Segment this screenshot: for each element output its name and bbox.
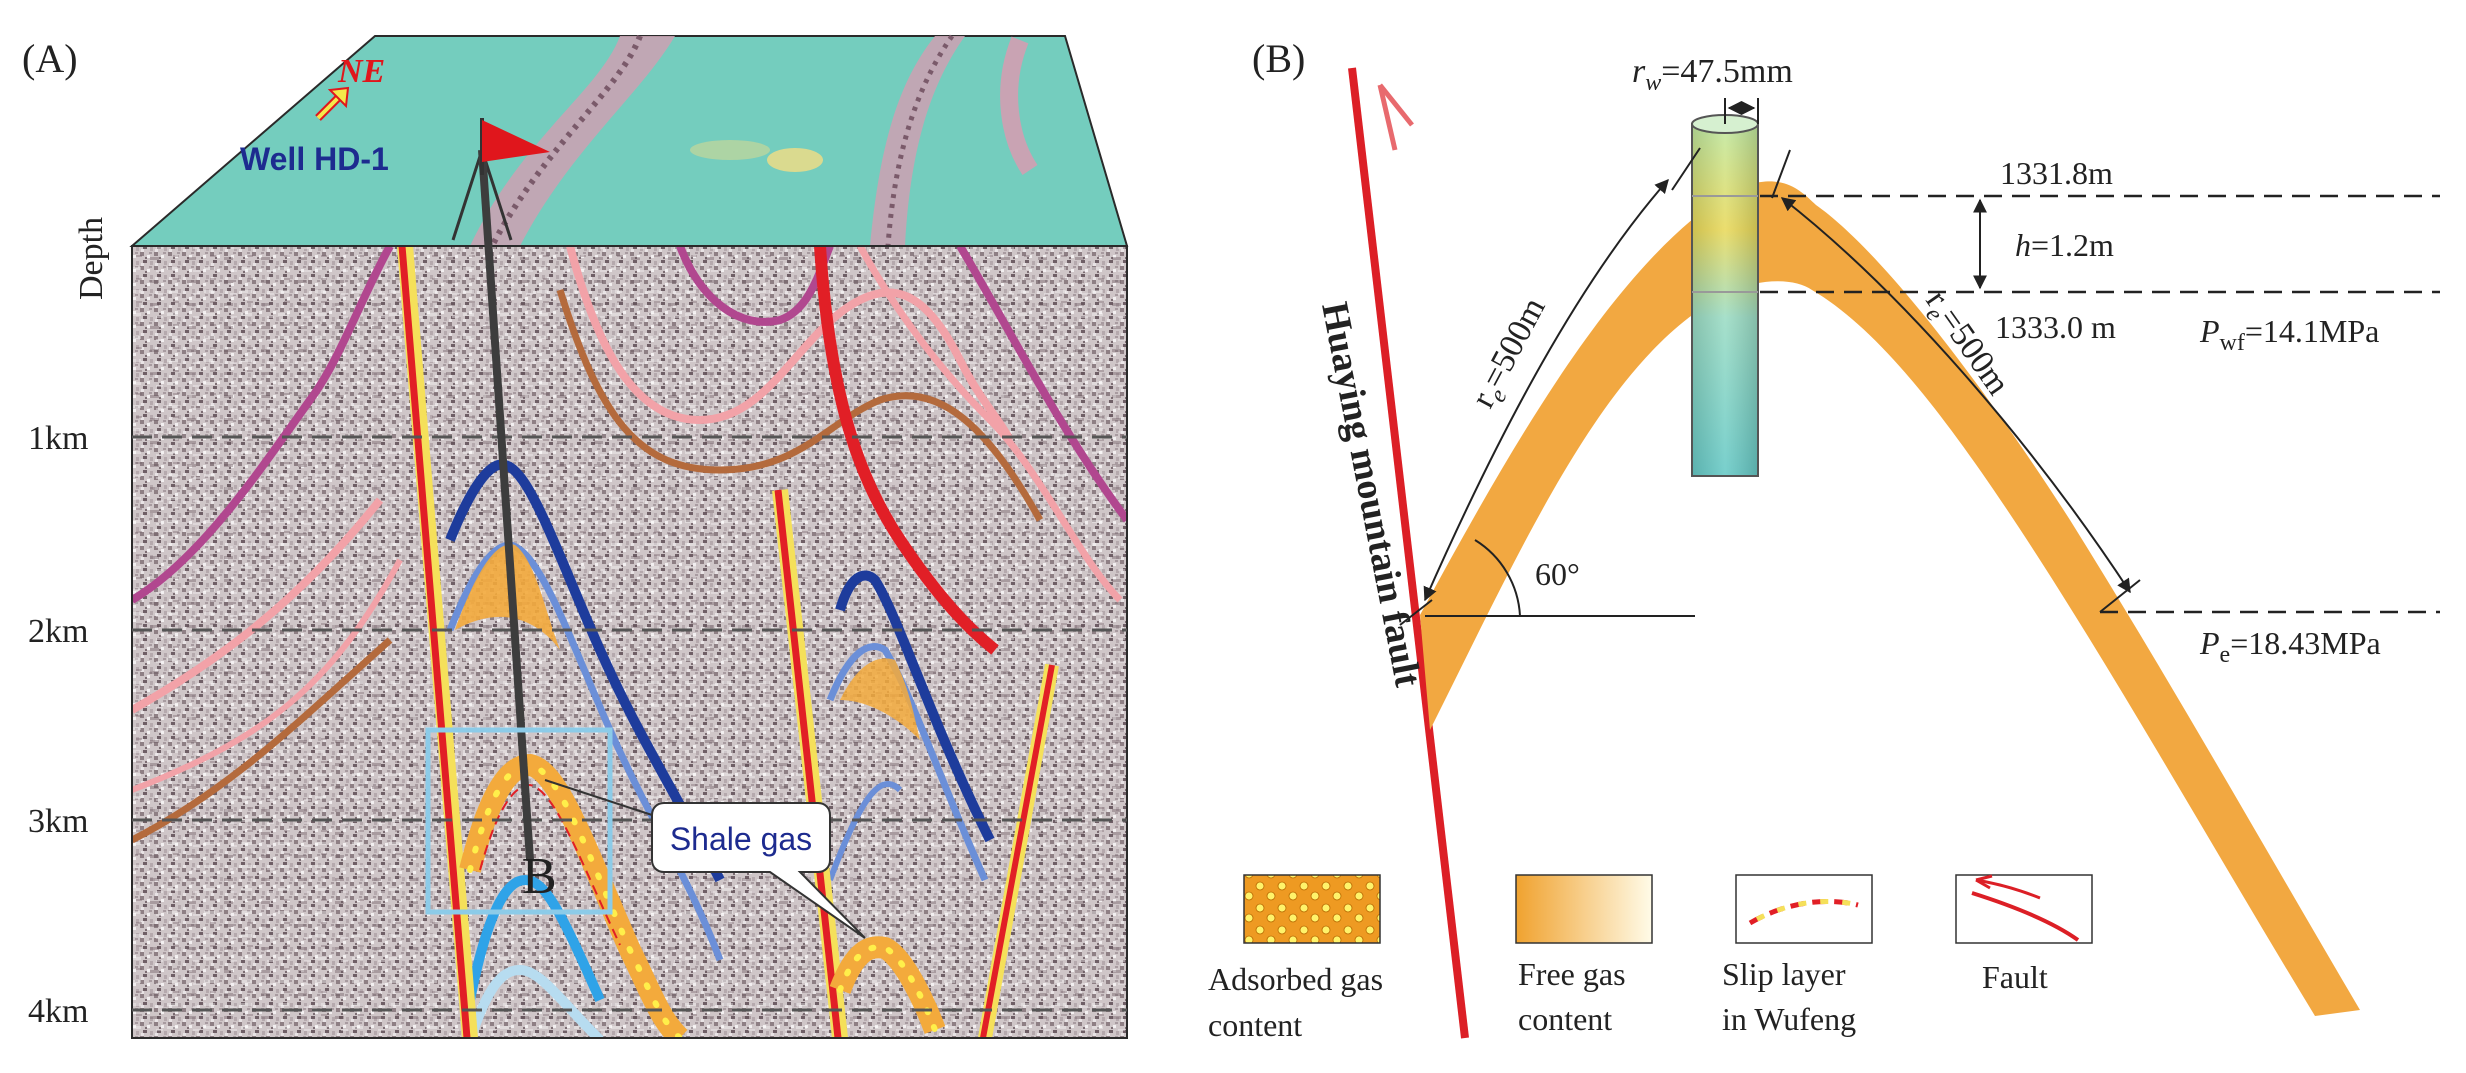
panel-b-label: (B) (1252, 36, 1305, 81)
depth-tick-1km: 1km (28, 420, 88, 457)
legend: Adsorbed gas content Free gas content Sl… (1208, 874, 2093, 1043)
shale-gas-callout: Shale gas (544, 779, 866, 939)
angle-label: 60° (1535, 556, 1580, 592)
legend-adsorbed-line2: content (1208, 1007, 1302, 1043)
seismic-section (132, 246, 1127, 1038)
legend-item-free-gas: Free gas content (1515, 874, 1653, 1037)
surface-map: NE (129, 34, 1129, 248)
fault-legend-icon (1971, 874, 2080, 942)
depth-axis-title: Depth (73, 217, 110, 300)
legend-item-adsorbed: Adsorbed gas content (1208, 874, 1383, 1043)
legend-swatch-adsorbed (1243, 874, 1381, 944)
pwf-value: =14.1MPa (2245, 313, 2380, 349)
pe-subscript: e (2220, 642, 2231, 668)
svg-text:rw=47.5mm: rw=47.5mm (1632, 53, 1793, 96)
fault-slip-arrow-icon (1377, 83, 1414, 151)
legend-swatch-slip-layer (1735, 874, 1873, 944)
legend-free-gas-line2: content (1518, 1001, 1612, 1037)
pe-value: =18.43MPa (2230, 625, 2381, 661)
re-left-label: re=500m (1464, 292, 1558, 417)
point-b-label: B (522, 848, 557, 905)
huaying-fault-line (1348, 67, 1469, 1039)
angle-annotation: 60° (1425, 539, 1695, 617)
legend-item-fault: Fault (1955, 874, 2093, 995)
rw-subscript: w (1645, 70, 1661, 96)
legend-item-slip-layer: Slip layer in Wufeng (1722, 874, 1873, 1037)
legend-swatch-free-gas (1515, 874, 1653, 944)
pwf-subscript: wf (2220, 330, 2245, 356)
panel-a-label: (A) (22, 36, 78, 81)
svg-text:h=1.2m: h=1.2m (2015, 227, 2114, 263)
flag-icon (480, 118, 550, 165)
panel-a: (A) NE (22, 34, 1129, 1039)
svg-text:Pe=18.43MPa: Pe=18.43MPa (2199, 625, 2381, 668)
pe-symbol: P (2199, 625, 2220, 661)
h-value: =1.2m (2031, 227, 2114, 263)
wellbore (1691, 114, 1759, 477)
section-frame (131, 245, 1128, 1039)
re-left-text-value: =500m (1475, 292, 1553, 395)
fault-name: Huaying mountain fault (1313, 299, 1429, 691)
legend-slip-line1: Slip layer (1722, 956, 1846, 992)
legend-slip-line2: in Wufeng (1722, 1001, 1856, 1037)
legend-adsorbed-line1: Adsorbed gas (1208, 961, 1383, 997)
legend-fault-line1: Fault (1982, 959, 2048, 995)
zoom-box (425, 727, 613, 915)
rw-value: =47.5mm (1661, 53, 1793, 90)
legend-free-gas-line1: Free gas (1518, 956, 1626, 992)
svg-text:Pwf=14.1MPa: Pwf=14.1MPa (2199, 313, 2379, 356)
depth-tick-3km: 3km (28, 803, 88, 840)
well-label: Well HD-1 (240, 141, 389, 177)
north-arrow-icon (315, 86, 350, 121)
north-label: NE (337, 53, 385, 90)
re-left-dimension: re=500m (1399, 147, 1701, 626)
legend-swatch-fault (1955, 874, 2093, 944)
horizon-magenta (132, 246, 394, 604)
rw-annotation: rw=47.5mm (1632, 53, 1793, 124)
h-symbol: h (2015, 227, 2031, 263)
depth-top-label: 1331.8m (2000, 155, 2113, 191)
depth-bottom-label: 1333.0 m (1995, 309, 2116, 345)
pwf-symbol: P (2199, 313, 2220, 349)
rw-symbol: r (1632, 53, 1646, 90)
panel-b: (B) Huaying mountain fault rw=47.5mm (1208, 36, 2440, 1043)
depth-gridlines (132, 435, 1127, 1012)
depth-tick-2km: 2km (28, 613, 88, 650)
callout-text: Shale gas (670, 821, 812, 857)
depth-tick-4km: 4km (28, 993, 88, 1030)
